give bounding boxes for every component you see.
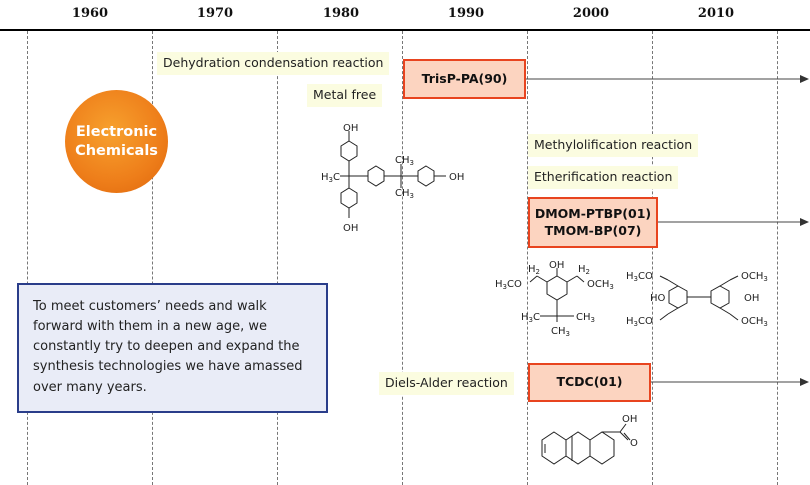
grid-line [527,31,528,485]
tmom-methoxy-tr: OCH3 [741,271,768,283]
label-diels-alder: Diels-Alder reaction [379,372,514,395]
year-1960: 1960 [71,6,109,21]
dmom-h2-left: H2 [528,264,540,276]
product-tmom-label: TMOM-BP(07) [544,222,642,238]
label-etherification: Etherification reaction [528,166,679,189]
product-trisp-label: TrisP-PA(90) [421,70,508,86]
tmom-structure [659,275,739,321]
product-trisp: TrisP-PA(90) [403,59,526,99]
badge-line1: Electronic [75,123,158,140]
trisp-methyl-top: CH3 [395,155,414,167]
trisp-oh-top: OH [343,123,358,134]
tmom-methoxy-bl: H3CO [626,316,653,328]
message-text: To meet customers’ needs and walk forwar… [33,299,303,395]
dmom-tbu-bottom: CH3 [551,326,570,338]
tcdc-oh: OH [622,414,637,425]
message-box: To meet customers’ needs and walk forwar… [17,283,328,413]
trisp-methyl-bottom: CH3 [395,188,414,200]
tmom-methoxy-tl: H3CO [626,271,653,283]
tmom-oh: OH [744,293,759,304]
dmom-tbu-left: H3C [521,312,540,324]
tmom-ho: HO [650,293,666,304]
trisp-structure [340,131,446,218]
grid-line [27,31,28,485]
grid-line [402,31,403,485]
dmom-tbu-right: CH3 [576,312,595,324]
year-header: 1960 1970 1980 1990 2000 2010 [0,0,810,28]
year-2010: 2010 [697,6,735,21]
grid-line [777,31,778,485]
year-1990: 1990 [447,6,485,21]
label-metal-free: Metal free [307,84,383,107]
dmom-structure [529,268,585,322]
dmom-methoxy-left: H3CO [495,279,522,291]
product-tcdc: TCDC(01) [528,363,651,402]
electronic-chemicals-badge: Electronic Chemicals [65,90,168,193]
trisp-oh-bottom: OH [343,223,358,234]
dmom-oh: OH [549,260,564,271]
year-1980: 1980 [322,6,360,21]
grid-line [152,31,153,485]
trisp-oh-right: OH [449,172,464,183]
badge-line2: Chemicals [75,142,158,159]
tcdc-structure [541,423,631,465]
trisp-methyl-left: H3C [321,172,340,184]
grid-line [277,31,278,485]
label-dehydration: Dehydration condensation reaction [157,52,390,75]
product-dmom-tmom: DMOM-PTBP(01) TMOM-BP(07) [528,197,658,248]
year-2000: 2000 [572,6,610,21]
dmom-h2-right: H2 [578,264,590,276]
year-1970: 1970 [196,6,234,21]
tmom-methoxy-br: OCH3 [741,316,768,328]
grid-line [652,31,653,485]
header-divider [0,29,810,31]
tcdc-o: O [630,438,638,449]
label-methylolification: Methylolification reaction [528,134,699,157]
product-tcdc-label: TCDC(01) [556,374,623,390]
product-dmom-label: DMOM-PTBP(01) [534,205,652,221]
dmom-methoxy-right: OCH3 [587,279,614,291]
